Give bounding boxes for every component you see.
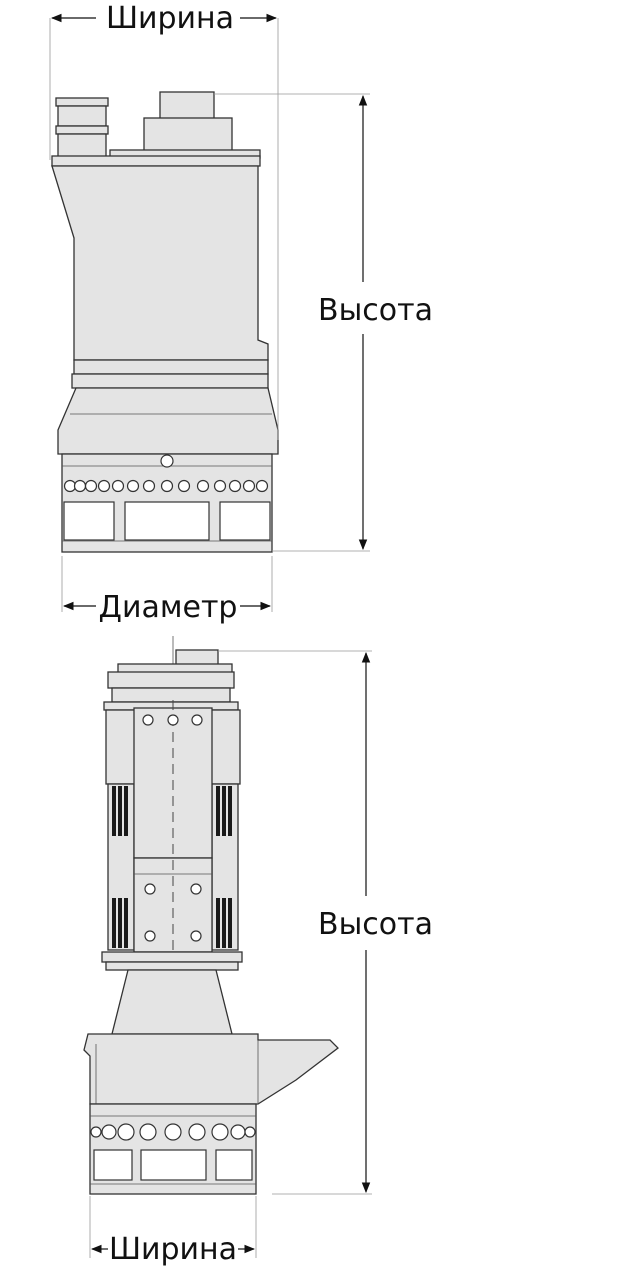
bottom-width-label: Ширина	[109, 1232, 237, 1267]
bottom-width-dimension	[89, 1196, 257, 1258]
top-pump-holes	[63, 479, 269, 493]
diameter-label: Диаметр	[99, 590, 238, 625]
top-pump-drawing	[51, 91, 279, 553]
bottom-height-dimension	[218, 650, 372, 1195]
bottom-pump-drawing	[83, 636, 339, 1195]
top-width-label: Ширина	[106, 1, 234, 36]
top-height-dimension	[214, 93, 370, 552]
bottom-pump-holes	[90, 1123, 256, 1141]
top-width-dimension	[49, 13, 279, 440]
top-height-label: Высота	[318, 293, 433, 328]
diameter-dimension	[61, 556, 273, 612]
bottom-height-label: Высота	[318, 907, 433, 942]
